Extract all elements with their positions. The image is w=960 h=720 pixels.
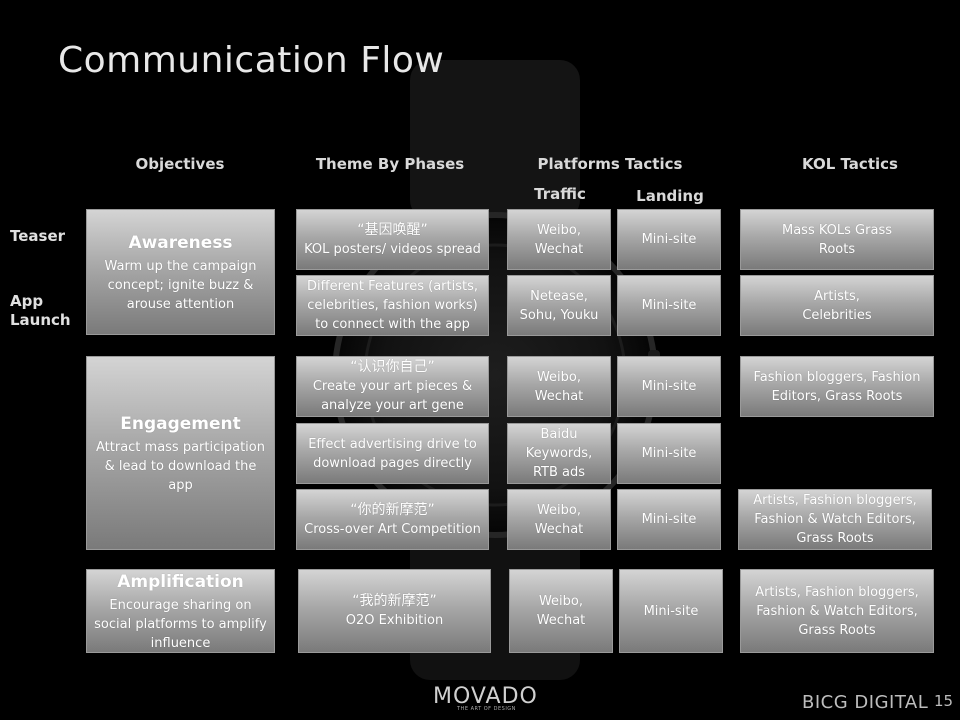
landing-text-5: Mini-site bbox=[641, 512, 697, 527]
footer-brand: BICG DIGITAL bbox=[802, 692, 929, 713]
kol-box-2: Artists, Celebrities bbox=[740, 275, 934, 336]
traffic-text-3: Weibo, Wechat bbox=[534, 369, 584, 404]
header-landing: Landing bbox=[636, 187, 704, 205]
objective-engagement-desc: Attract mass participation & lead to dow… bbox=[95, 439, 265, 493]
landing-text-3: Mini-site bbox=[641, 379, 697, 394]
theme-text-1: KOL posters/ videos spread bbox=[304, 241, 481, 257]
landing-box-1: Mini-site bbox=[617, 209, 721, 270]
kol-box-1: Mass KOLs Grass Roots bbox=[740, 209, 934, 270]
traffic-box-5: Weibo, Wechat bbox=[507, 489, 611, 550]
traffic-box-6: Weibo, Wechat bbox=[509, 569, 613, 653]
theme-box-2: Different Features (artists, celebrities… bbox=[296, 275, 489, 336]
page-title: Communication Flow bbox=[58, 40, 445, 81]
theme-quote-3: “认识你自己” bbox=[350, 359, 435, 375]
movado-tagline: THE ART OF DESIGN bbox=[457, 706, 516, 712]
theme-box-1: “基因唤醒” KOL posters/ videos spread bbox=[296, 209, 489, 270]
page-number: 15 bbox=[934, 692, 954, 710]
kol-text-4: Artists, Fashion bloggers, Fashion & Wat… bbox=[753, 493, 917, 546]
objective-awareness: Awareness Warm up the campaign concept; … bbox=[86, 209, 275, 335]
header-traffic: Traffic bbox=[534, 185, 586, 203]
theme-quote-5: “你的新摩范” bbox=[350, 501, 435, 518]
objective-amplification: Amplification Encourage sharing on socia… bbox=[86, 569, 275, 653]
objective-awareness-desc: Warm up the campaign concept; ignite buz… bbox=[104, 258, 257, 312]
row-label-teaser: Teaser bbox=[10, 227, 66, 245]
landing-box-2: Mini-site bbox=[617, 275, 721, 336]
objective-amplification-title: Amplification bbox=[117, 571, 244, 592]
movado-logo: MOVADO bbox=[433, 684, 538, 709]
row-label-app: App bbox=[10, 292, 44, 310]
theme-box-4: Effect advertising drive to download pag… bbox=[296, 423, 489, 484]
theme-text-2: Different Features (artists, celebrities… bbox=[307, 279, 478, 332]
traffic-box-3: Weibo, Wechat bbox=[507, 356, 611, 417]
theme-box-6: “我的新摩范” O2O Exhibition bbox=[298, 569, 491, 653]
row-label-app-launch: App Launch bbox=[10, 292, 71, 330]
header-platforms: Platforms Tactics bbox=[537, 155, 683, 173]
landing-box-6: Mini-site bbox=[619, 569, 723, 653]
landing-text-4: Mini-site bbox=[641, 446, 697, 461]
traffic-text-5: Weibo, Wechat bbox=[534, 502, 584, 537]
theme-box-5: “你的新摩范” Cross-over Art Competition bbox=[296, 489, 489, 550]
kol-text-3: Fashion bloggers, Fashion Editors, Grass… bbox=[753, 369, 921, 404]
traffic-text-4: Baidu Keywords, RTB ads bbox=[525, 427, 593, 480]
theme-text-4: Effect advertising drive to download pag… bbox=[308, 436, 477, 471]
kol-text-5: Artists, Fashion bloggers, Fashion & Wat… bbox=[755, 584, 919, 638]
theme-quote-1: “基因唤醒” bbox=[357, 221, 428, 238]
kol-text-2: Artists, Celebrities bbox=[802, 288, 872, 323]
landing-text-2: Mini-site bbox=[641, 298, 697, 313]
landing-box-3: Mini-site bbox=[617, 356, 721, 417]
kol-text-1: Mass KOLs Grass Roots bbox=[782, 222, 892, 257]
kol-box-4: Artists, Fashion bloggers, Fashion & Wat… bbox=[738, 489, 932, 550]
theme-text-6: O2O Exhibition bbox=[345, 613, 444, 628]
row-label-launch: Launch bbox=[10, 311, 71, 329]
traffic-box-4: Baidu Keywords, RTB ads bbox=[507, 423, 611, 484]
landing-text-6: Mini-site bbox=[643, 603, 699, 619]
traffic-text-1: Weibo, Wechat bbox=[534, 222, 584, 257]
kol-box-3: Fashion bloggers, Fashion Editors, Grass… bbox=[740, 356, 934, 417]
kol-box-5: Artists, Fashion bloggers, Fashion & Wat… bbox=[740, 569, 934, 653]
traffic-text-6: Weibo, Wechat bbox=[536, 594, 586, 628]
header-theme: Theme By Phases bbox=[315, 155, 465, 173]
objective-awareness-title: Awareness bbox=[128, 232, 233, 253]
header-objectives: Objectives bbox=[135, 155, 225, 173]
objective-engagement-title: Engagement bbox=[120, 413, 241, 434]
traffic-box-2: Netease, Sohu, Youku bbox=[507, 275, 611, 336]
theme-text-5: Cross-over Art Competition bbox=[304, 521, 481, 537]
header-kol: KOL Tactics bbox=[802, 155, 898, 173]
traffic-text-2: Netease, Sohu, Youku bbox=[519, 288, 599, 323]
objective-amplification-desc: Encourage sharing on social platforms to… bbox=[94, 597, 267, 651]
landing-box-4: Mini-site bbox=[617, 423, 721, 484]
objective-engagement: Engagement Attract mass participation & … bbox=[86, 356, 275, 550]
traffic-box-1: Weibo, Wechat bbox=[507, 209, 611, 270]
landing-box-5: Mini-site bbox=[617, 489, 721, 550]
theme-text-3: Create your art pieces & analyze your ar… bbox=[312, 379, 473, 413]
theme-quote-6: “我的新摩范” bbox=[352, 593, 437, 609]
landing-text-1: Mini-site bbox=[641, 232, 697, 247]
theme-box-3: “认识你自己” Create your art pieces & analyze… bbox=[296, 356, 489, 417]
